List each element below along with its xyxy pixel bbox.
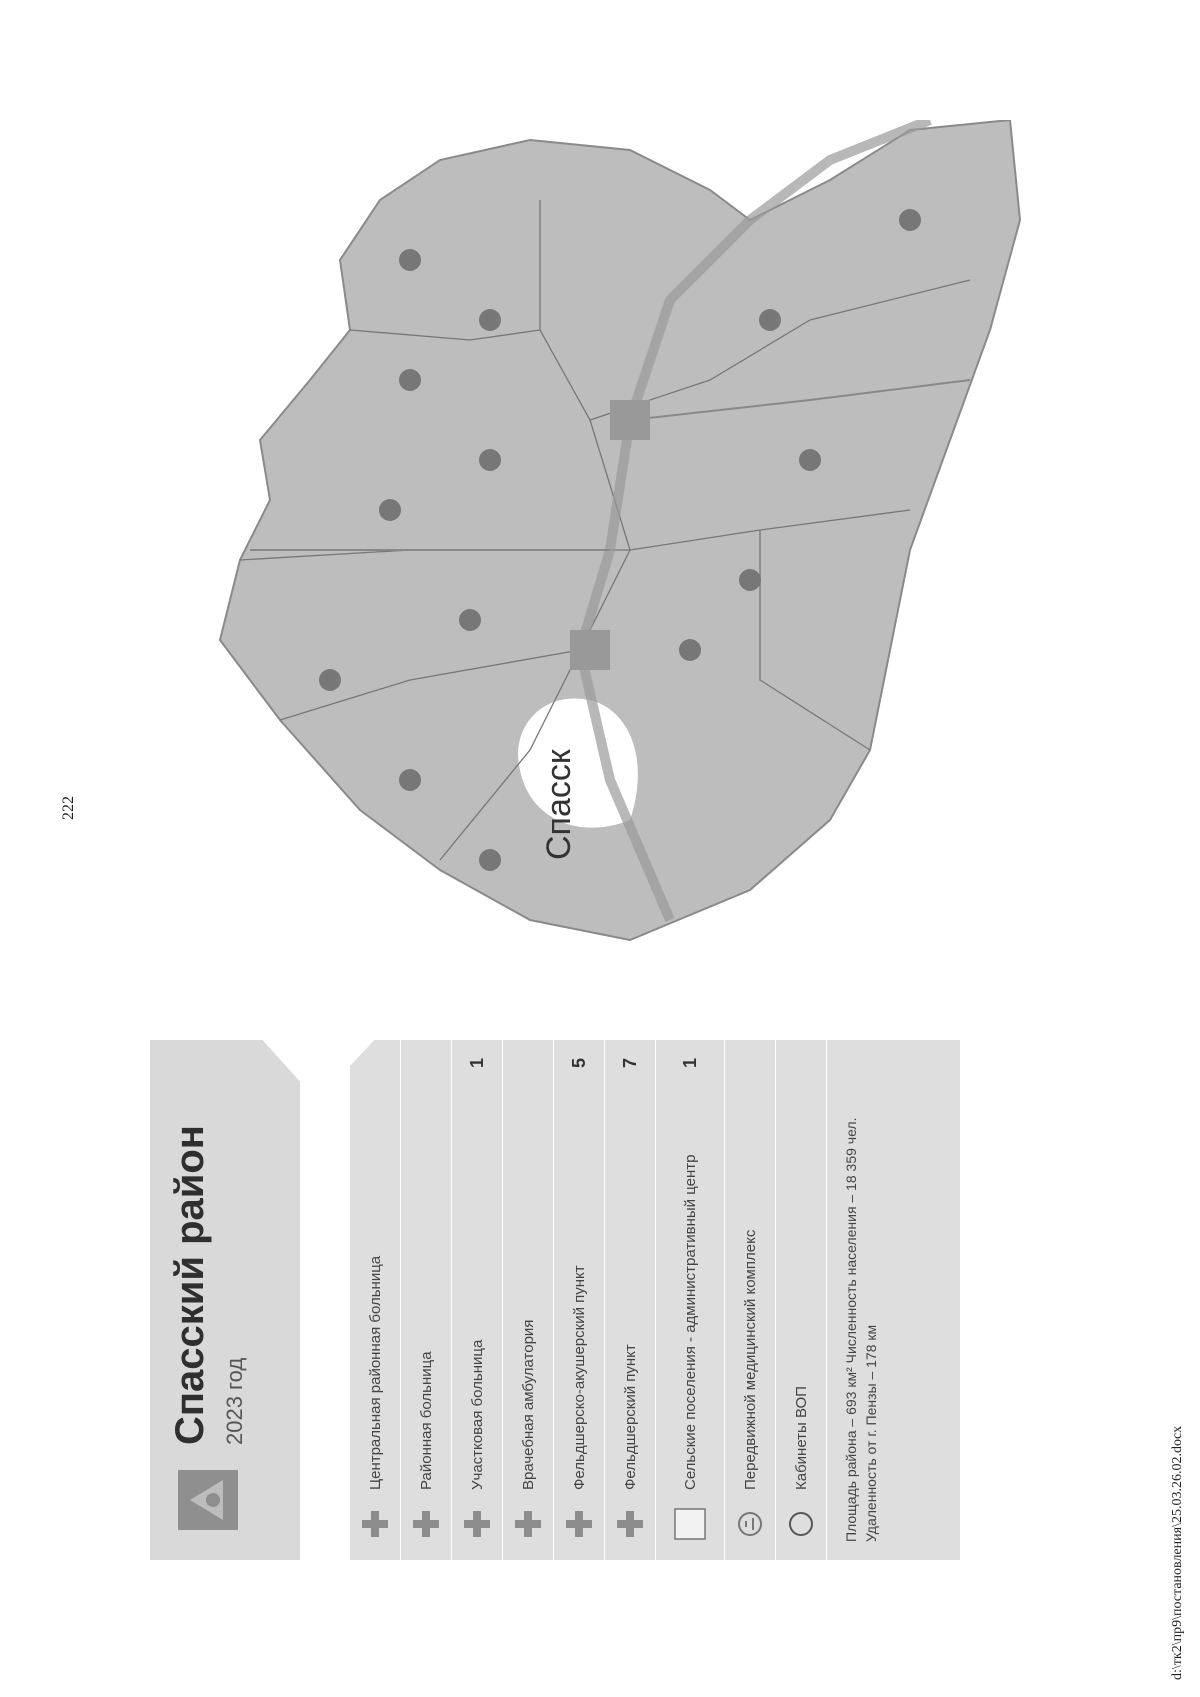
settlement-marker [459, 609, 481, 631]
settlement-marker [399, 769, 421, 791]
district-map: Спасск [110, 115, 1030, 980]
settlement-marker [759, 309, 781, 331]
legend-item-label: Участковая больница [468, 1339, 486, 1490]
red-cross-icon [612, 1506, 648, 1542]
legend-item-count: 7 [619, 1058, 640, 1069]
settlement-marker [479, 449, 501, 471]
settlement-marker [479, 309, 501, 331]
legend-item-label: Центральная районная больница [366, 1255, 384, 1490]
legend-item: Фельдшерско-акушерский пункт 5 [554, 1040, 605, 1560]
red-cross-icon [561, 1506, 597, 1542]
region-emblem-icon [178, 1470, 238, 1530]
square-outline-icon [672, 1506, 708, 1542]
settlement-marker [319, 669, 341, 691]
map-svg: Спасск [218, 115, 1022, 942]
district-region [218, 118, 1022, 942]
legend-item-label: Врачебная амбулатория [519, 1319, 537, 1490]
legend-item-count: 5 [568, 1058, 589, 1069]
year-subtitle: 2023 год [222, 1357, 247, 1445]
red-cross-icon [357, 1506, 393, 1542]
legend-item-label: Передвижной медицинский комплекс [741, 1229, 759, 1490]
legend-item: Фельдшерский пункт 7 [605, 1040, 656, 1560]
red-cross-icon [510, 1506, 546, 1542]
legend-item: Передвижной медицинский комплекс [725, 1040, 776, 1560]
legend-panel: Центральная районная больница Районная б… [350, 1040, 960, 1560]
legend-item: Кабинеты ВОП [776, 1040, 827, 1560]
lake-area [518, 698, 638, 828]
legend-item-label: Районная больница [417, 1351, 435, 1490]
legend-item: Врачебная амбулатория [503, 1040, 554, 1560]
settlement-marker [479, 849, 501, 871]
footer-file-path: d:\тк2\пр9\постановления\25.03.26.02.doc… [1170, 1425, 1185, 1680]
rotated-content: Спасский район 2023 год Центральная райо… [70, 100, 1070, 1600]
city-label: Спасск [540, 748, 578, 860]
settlement-marker [399, 249, 421, 271]
red-cross-icon [459, 1506, 495, 1542]
district-title: Спасский район [168, 1125, 212, 1445]
town-block [610, 400, 650, 440]
legend-item: Центральная районная больница [350, 1040, 401, 1560]
legend-item-label: Фельдшерско-акушерский пункт [570, 1265, 588, 1490]
settlement-marker [679, 639, 701, 661]
legend-item: Сельские поселения - административный це… [656, 1040, 725, 1560]
town-markers [570, 400, 650, 670]
legend-item-label: Сельские поселения - административный це… [681, 1154, 699, 1490]
settlement-marker [379, 499, 401, 521]
legend-item: Районная больница [401, 1040, 452, 1560]
red-cross-icon [408, 1506, 444, 1542]
district-info: Площадь района – 693 км² Численность нас… [843, 1117, 879, 1542]
secondary-road [629, 379, 971, 421]
header-panel: Спасский район 2023 год [150, 1040, 300, 1560]
legend-item: Участковая больница 1 [452, 1040, 503, 1560]
mobile-clinic-icon [732, 1506, 768, 1542]
settlement-markers [319, 209, 921, 871]
legend-item-label: Фельдшерский пункт [621, 1344, 639, 1490]
settlement-marker [899, 209, 921, 231]
settlement-marker [399, 369, 421, 391]
legend-item-label: Кабинеты ВОП [792, 1386, 810, 1490]
settlement-marker [739, 569, 761, 591]
settlement-marker [799, 449, 821, 471]
legend-item-count: 1 [466, 1058, 487, 1069]
town-block [570, 630, 610, 670]
circle-outline-icon [783, 1506, 819, 1542]
legend-item-count: 1 [679, 1058, 700, 1069]
